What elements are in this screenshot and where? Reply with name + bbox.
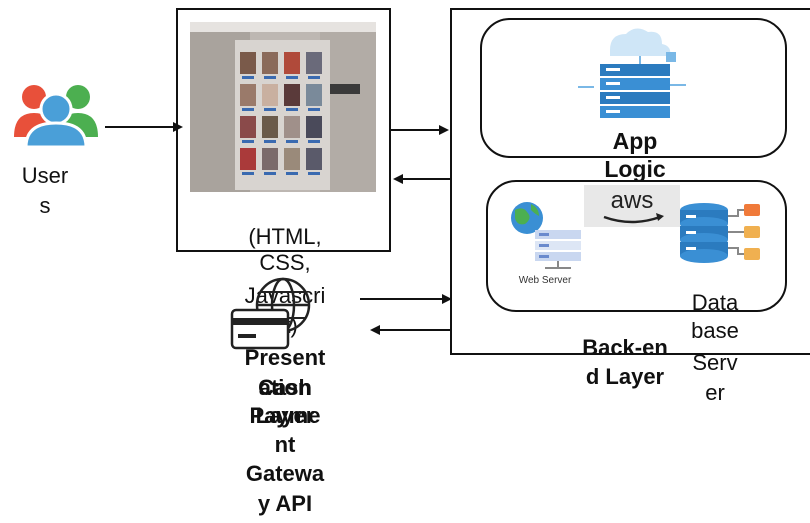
- payment-line4: Gatewa: [245, 461, 325, 486]
- web-server-icon: [511, 202, 581, 269]
- database-icon: [680, 203, 760, 263]
- users-icon: [14, 85, 98, 149]
- app-logic-line1: App: [612, 128, 658, 154]
- database-line1: Data: [691, 290, 739, 315]
- arrow-payment-to-backend: [360, 294, 452, 304]
- credit-card-icon: [230, 308, 290, 350]
- database-line2: base: [691, 318, 739, 343]
- aws-label: aws: [610, 187, 654, 214]
- presentation-layer-line3: Layer: [255, 403, 315, 428]
- app-logic-box: [480, 18, 787, 158]
- users-label-line1: User: [21, 163, 69, 188]
- arrow-frontend-to-backend: [391, 125, 449, 135]
- aws-logo: aws: [584, 185, 680, 227]
- frontend-tech-line1: (HTML,: [248, 224, 322, 249]
- web-server-label: Web Server: [518, 275, 572, 286]
- services-box: [486, 180, 787, 312]
- payment-line5: y API: [257, 491, 313, 516]
- app-logic-line2: Logic: [604, 156, 666, 182]
- payment-line1: Cash: [258, 375, 312, 400]
- arrow-backend-to-payment: [370, 325, 452, 335]
- database-line3: Serv: [692, 350, 738, 375]
- backend-box: [450, 8, 810, 355]
- arrow-users-to-frontend: [105, 122, 183, 132]
- frontend-tech-line2: CSS,: [259, 250, 311, 275]
- payment-line3: nt: [274, 432, 296, 457]
- backend-layer-line1: Back-en: [582, 335, 668, 360]
- presentation-layer-line1: Present: [244, 345, 326, 370]
- presentation-layer-line2: ation: [258, 375, 312, 400]
- database-line4: er: [705, 380, 725, 405]
- backend-layer-line2: d Layer: [585, 364, 665, 389]
- arrow-backend-to-frontend: [393, 174, 451, 184]
- frontend-box: [176, 8, 391, 252]
- website-thumbnail-image: [190, 22, 376, 192]
- payment-line2: Payme: [249, 403, 321, 428]
- cloud-server-icon: [578, 28, 686, 118]
- users-label-line2: s: [39, 193, 51, 218]
